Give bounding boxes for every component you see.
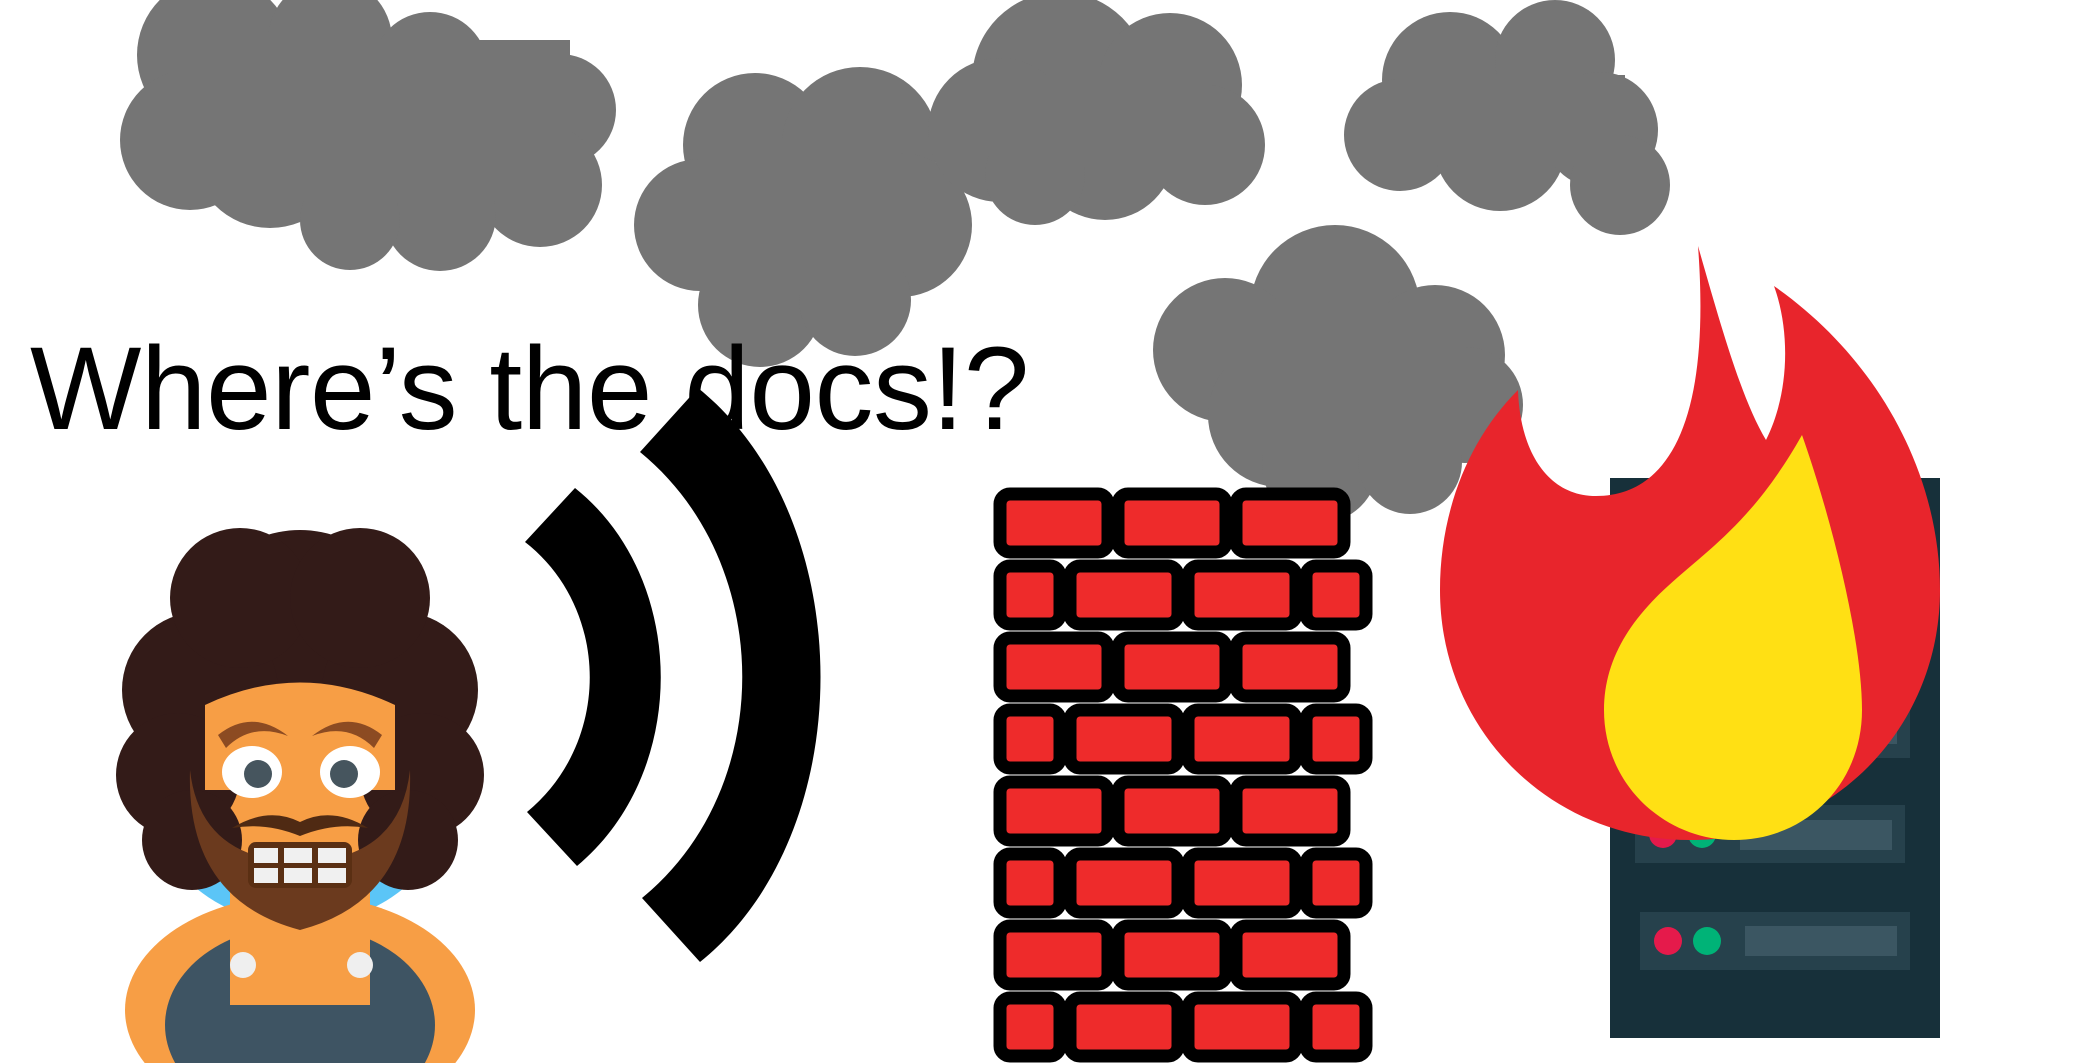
avatar-beard	[189, 770, 411, 930]
server-unit	[1640, 912, 1910, 970]
fire-flame-icon	[1440, 246, 1940, 840]
page-title: Where’s the docs!?	[30, 323, 1029, 455]
server-led-red	[1654, 927, 1682, 955]
fire-inner-flame	[1604, 435, 1862, 840]
sound-wave-arc-inner	[525, 488, 661, 866]
brick-row	[993, 703, 1373, 775]
smoke-cloud-5	[1153, 225, 1523, 523]
smoke-cloud-2	[634, 67, 972, 367]
brick-row	[993, 919, 1351, 991]
smoke-cloud-4	[1344, 0, 1670, 235]
sound-wave-icon	[525, 388, 821, 962]
worried-person-emoji	[116, 528, 484, 1063]
brick-row	[993, 559, 1373, 631]
brick-row	[993, 631, 1351, 703]
brick-row	[993, 991, 1373, 1063]
sound-wave-arc-outer	[640, 388, 821, 962]
avatar-pupil-left	[244, 760, 272, 788]
smoke-cloud-3	[928, 0, 1265, 225]
smoke-cloud-group	[120, 0, 1670, 523]
smoke-cloud-1	[120, 0, 616, 271]
avatar-eyebrow-left	[218, 721, 288, 748]
brick-wall	[993, 487, 1373, 1063]
brick-row	[993, 487, 1351, 559]
avatar-pupil-right	[330, 760, 358, 788]
avatar-mouth	[248, 842, 352, 888]
brick-row	[993, 775, 1351, 847]
brick-row	[993, 847, 1373, 919]
avatar-eyebrow-right	[312, 721, 382, 748]
avatar-moustache	[232, 815, 368, 836]
server-led-green	[1693, 927, 1721, 955]
